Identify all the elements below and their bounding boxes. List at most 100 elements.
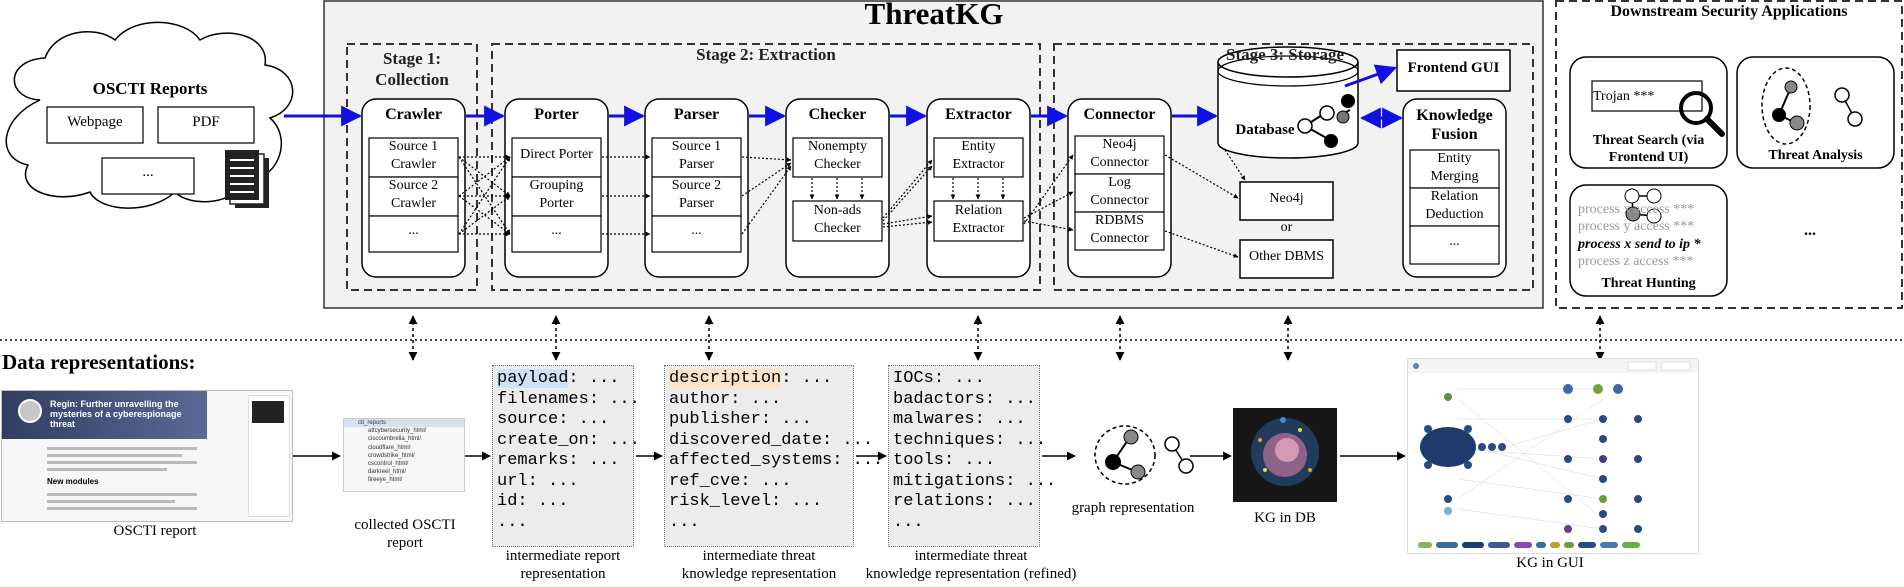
fusion-title: Knowledge Fusion — [1403, 106, 1506, 144]
parser-item-1-l2: Parser — [679, 157, 714, 172]
folder-root: cti_reports — [344, 419, 464, 428]
pdf-label: PDF — [192, 114, 220, 130]
oscti-title: OSCTI Reports — [92, 79, 208, 98]
code1-line-8: ... — [497, 513, 629, 534]
code3-line-4: techniques: ... — [893, 431, 1046, 452]
code3-caption: intermediate threat knowledge representa… — [860, 547, 1082, 583]
code2-line-5: affected_systems: ... — [669, 451, 883, 472]
report-subheading: New modules — [47, 477, 99, 486]
code3-val-2: : ... — [984, 389, 1036, 409]
kg-db-label: KG in DB — [1254, 510, 1316, 526]
connector-item-3-l1: RDBMS — [1094, 213, 1145, 228]
checker-item-2-l2: Checker — [814, 221, 861, 236]
stage3-label: Stage 3: Storage — [1225, 45, 1345, 64]
code1-key-7: id — [497, 492, 518, 511]
vertical-link-arrows — [408, 315, 1605, 361]
fusion-item-1-l1: Entity — [1437, 151, 1472, 166]
stage1-line2: Collection — [375, 70, 449, 89]
crawler-title: Crawler — [385, 106, 442, 123]
report-body-lines-2 — [47, 489, 197, 514]
code3-line-1: IOCs: ... — [893, 369, 1035, 390]
folder-file-5: cscontrol_html/ — [368, 461, 409, 468]
connector-item-1-l1: Neo4j — [1102, 137, 1137, 152]
kg-gui-screenshot — [1407, 358, 1699, 554]
code2-line-8: ... — [669, 513, 849, 534]
other-dbms-box — [1239, 239, 1334, 279]
code1-key-8: ... — [497, 512, 528, 532]
code2-line-7: risk_level: ... — [669, 492, 849, 513]
code2-val-7: : ... — [771, 492, 823, 511]
internal-dotted-arrows — [458, 149, 1246, 258]
code1-line-7: id: ... — [497, 492, 629, 513]
extractor-item-1-l2: Extractor — [952, 157, 1005, 172]
code3-line-6: mitigations: ... — [893, 471, 1056, 493]
code3-key-6: mitigations — [893, 471, 1006, 491]
code3-line-2: badactors: ... — [893, 389, 1036, 411]
code2-key-7: risk_level — [669, 492, 772, 511]
code1-line-6: url: ... — [497, 472, 629, 493]
threat-knowledge-code: description: ... author: ... publisher: … — [664, 365, 883, 547]
connector-item-3-l2: Connector — [1090, 231, 1149, 246]
code1-line-2: filenames: ... — [497, 390, 640, 411]
code2-key-6: ref_cve — [669, 471, 741, 491]
pdf-box — [157, 106, 255, 144]
stage1-box — [346, 43, 478, 291]
code2-caption-l2: knowledge representation — [681, 566, 837, 582]
oscti-report-label: OSCTI report — [113, 523, 197, 539]
other-dbms-label: Other DBMS — [1248, 249, 1325, 264]
code1-key-3: source — [497, 410, 559, 429]
search-field — [1591, 80, 1703, 112]
threat-search-line2: Frontend UI) — [1608, 150, 1689, 165]
code1-caption-l1: intermediate report — [505, 548, 621, 564]
search-text: Trojan *** — [1593, 89, 1655, 104]
hunting-line-1: process x access *** — [1578, 202, 1695, 217]
code3-line-8: ... — [893, 513, 1035, 534]
code1-line-3: source: ... — [497, 410, 629, 431]
code3-line-5: tools: ... — [893, 451, 1035, 472]
hunting-graph-icon — [1624, 188, 1662, 224]
stage1-line1: Stage 1: — [382, 49, 442, 68]
report-title-l1: Regin: Further unravelling the — [50, 399, 179, 409]
code2-key-1: description — [669, 369, 782, 388]
code2-val-2: : ... — [730, 389, 782, 409]
code2-val-3: : ... — [760, 410, 812, 429]
hunting-line-3: process x send to ip * — [1578, 237, 1701, 252]
frontend-gui-label: Frontend GUI — [1407, 60, 1500, 76]
neo4j-box — [1239, 181, 1334, 221]
code1-key-1: payload — [497, 369, 569, 388]
code1-caption: intermediate report representation — [480, 547, 646, 583]
code1-val-4: : ... — [588, 430, 640, 450]
code2-val-4: : ... — [822, 430, 874, 450]
porter-title: Porter — [534, 106, 579, 123]
magnifier-icon — [1679, 91, 1725, 137]
code1-val-3: : ... — [558, 410, 610, 429]
code1-caption-l2: representation — [520, 566, 606, 582]
checker-item-1-l2: Checker — [814, 157, 861, 172]
parser-item-2-l2: Parser — [679, 196, 714, 211]
code3-key-1: IOCs — [893, 369, 934, 388]
porter-item-3: ... — [551, 223, 562, 238]
extractor-item-2-l1: Relation — [954, 203, 1003, 218]
code2-line-1: description: ... — [669, 369, 849, 390]
code2-caption-l1: intermediate threat — [702, 548, 816, 564]
report-title-l3: threat — [50, 419, 76, 429]
crawler-item-2-l1: Source 2 — [388, 178, 439, 193]
folder-file-7: fireeye_html/ — [368, 477, 403, 484]
code2-val-5: : ... — [832, 451, 884, 470]
collected-line1: collected OSCTI — [354, 517, 456, 533]
code2-val-1: : ... — [781, 369, 833, 388]
report-title-l2: mysteries of a cyberespionage — [50, 409, 182, 419]
porter-item-1: Direct Porter — [520, 147, 593, 162]
database-label: Database — [1235, 122, 1295, 138]
code3-val-3: : ... — [974, 410, 1026, 429]
frontend-gui-box — [1396, 49, 1511, 92]
author-avatar — [18, 399, 42, 423]
